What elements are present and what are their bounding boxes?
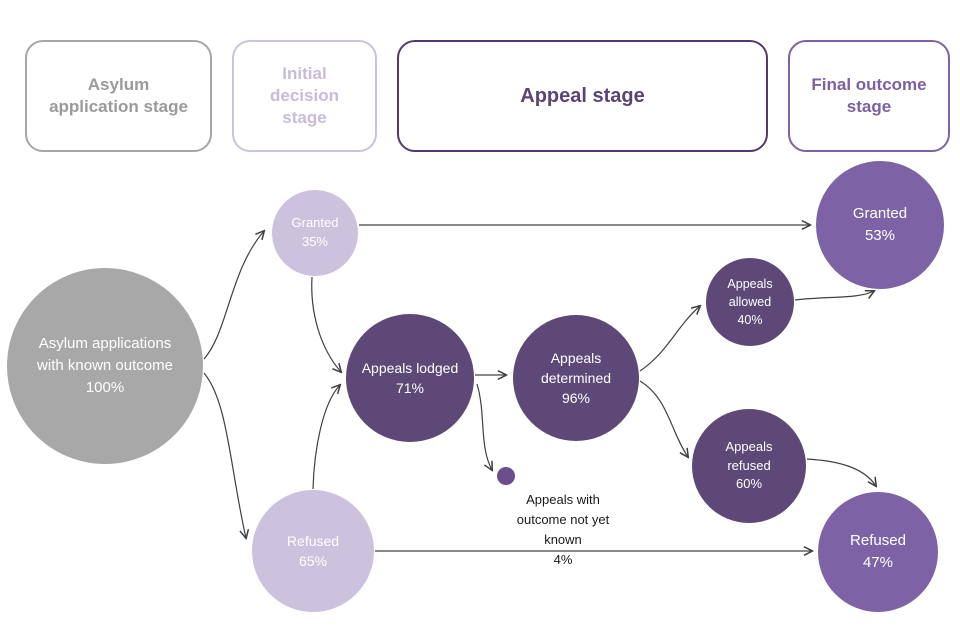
node-appeals-allowed: Appeals allowed 40%	[706, 258, 794, 346]
node-initial-granted: Granted 35%	[272, 190, 358, 276]
link-allowed-to-granted53	[794, 291, 874, 301]
link-lodged-to-notknown-dot	[476, 383, 492, 470]
stage-box-initial-decision: Initial decision stage	[232, 40, 377, 152]
node-initial-refused: Refused 65%	[252, 490, 374, 612]
stage-label: Appeal stage	[520, 85, 645, 107]
node-value: 71%	[395, 380, 424, 396]
stage-box-final-outcome: Final outcome stage	[788, 40, 950, 152]
node-label: Granted	[852, 205, 908, 223]
node-value: 65%	[298, 553, 328, 569]
node-label: Granted	[291, 215, 339, 231]
link-refused65-to-lodged	[312, 385, 340, 490]
node-value: 96%	[561, 390, 591, 407]
node-label: Appeals lodged	[361, 359, 459, 376]
node-value: 100%	[85, 378, 125, 396]
link-appealsrefused-to-refused47	[806, 458, 876, 486]
node-label: Refused	[850, 532, 906, 550]
node-label: Appeals allowed	[727, 276, 773, 309]
stage-label: Asylum application stage	[49, 74, 188, 116]
node-appeals-lodged: Appeals lodged 71%	[346, 314, 474, 442]
node-value: 40%	[737, 313, 763, 328]
node-label: Refused	[286, 532, 340, 549]
node-value: 60%	[735, 476, 763, 492]
stage-box-appeal: Appeal stage	[397, 40, 768, 152]
node-label: Appeals refused	[725, 438, 773, 473]
node-appeals-determined: Appeals determined 96%	[513, 315, 639, 441]
node-appeals-refused: Appeals refused 60%	[692, 409, 806, 523]
outcome-not-known-annotation: Appeals with outcome not yet known 4%	[516, 490, 610, 571]
stage-label: Initial decision stage	[270, 63, 339, 128]
node-value: 53%	[864, 227, 895, 244]
link-known-to-refused65	[203, 372, 246, 538]
link-determined-to-appealsrefused	[639, 380, 688, 457]
annotation-label: Appeals with outcome not yet known	[516, 492, 610, 548]
node-final-granted: Granted 53%	[816, 161, 944, 289]
node-outcome-not-known-dot	[497, 467, 515, 485]
stage-box-asylum-application: Asylum application stage	[25, 40, 212, 152]
link-known-to-granted35	[203, 231, 264, 360]
node-label: Asylum applications with known outcome	[37, 335, 173, 375]
link-determined-to-allowed	[639, 306, 700, 372]
stage-label: Final outcome stage	[811, 74, 927, 116]
link-granted35-to-lodged	[311, 276, 341, 372]
node-final-refused: Refused 47%	[818, 492, 938, 612]
node-known-outcome: Asylum applications with known outcome 1…	[7, 268, 203, 464]
annotation-value: 4%	[553, 552, 573, 568]
node-value: 35%	[301, 234, 328, 249]
node-value: 47%	[862, 554, 893, 571]
node-label: Appeals determined	[540, 349, 612, 386]
